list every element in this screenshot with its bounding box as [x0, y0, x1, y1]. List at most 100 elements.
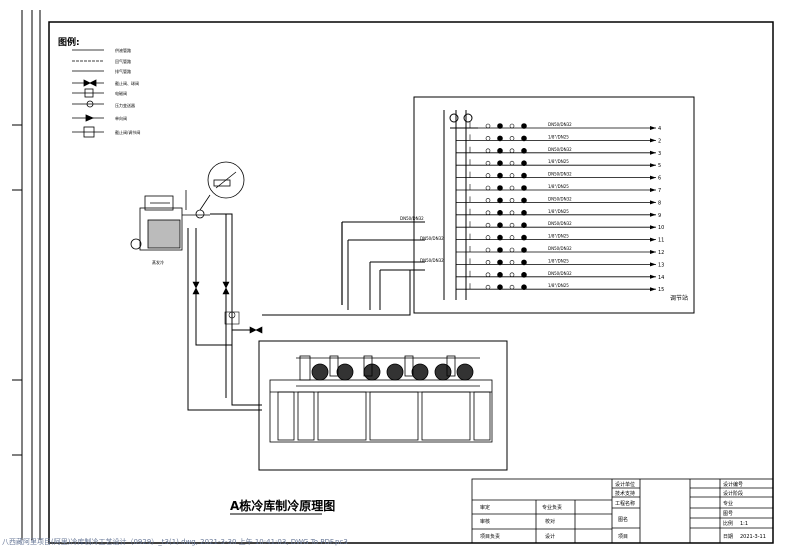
branch-pipe-label: DN50/DN32 — [548, 246, 572, 251]
outlet-arrow-icon — [650, 138, 656, 143]
tb-label-project-name: 工程名称 — [615, 500, 635, 507]
branch-pipe-label: DN50/DN32 — [548, 271, 572, 276]
tb-label-stage: 设计阶段 — [723, 490, 743, 497]
outlet-number: 9 — [658, 213, 661, 219]
tb-label-design-unit: 设计单位 — [615, 481, 635, 488]
branch-valve-icon — [521, 271, 527, 278]
diagram-title: A栋冷库制冷原理图 — [230, 498, 335, 513]
binding-strip — [12, 10, 41, 540]
branch-valve-icon — [509, 173, 515, 178]
branch-valve-icon — [485, 210, 491, 216]
riser-label-2: DN50/DN32 — [420, 236, 444, 241]
branch-valve-icon — [521, 234, 527, 241]
branch-valve-icon — [497, 210, 503, 216]
branch-row: DN50/DN32 6 — [456, 171, 661, 182]
branch-valve-icon — [497, 222, 503, 228]
branch-valve-icon — [497, 160, 503, 166]
outlet-number: 11 — [658, 238, 664, 244]
branch-valve-icon — [509, 247, 515, 253]
tb-label-discipline-lead: 专业负责 — [542, 504, 562, 511]
title-block — [471, 478, 774, 544]
branch-pipe-label: DN50/DN32 — [548, 147, 572, 152]
branch-valve-icon — [509, 210, 515, 216]
outlet-arrow-icon — [650, 188, 656, 192]
tb-label-check: 校对 — [545, 518, 555, 525]
outlet-arrow-icon — [650, 163, 656, 168]
tb-label-discipline: 专业 — [723, 500, 733, 507]
outlet-number: 2 — [658, 138, 661, 144]
main-piping — [187, 213, 425, 411]
branch-pipe-label: 1/8"/DN25 — [548, 134, 569, 139]
branch-pipe-label: 1/8"/DN25 — [548, 159, 569, 164]
branch-valve-icon — [485, 260, 491, 265]
branch-valve-icon — [521, 247, 527, 253]
branch-valve-icon — [497, 284, 503, 291]
branch-row: DN50/DN32 3 — [456, 146, 661, 157]
tb-scale-value: 1:1 — [740, 521, 748, 527]
branch-row: 1/8"/DN25 2 — [456, 134, 661, 144]
tb-label-design: 设计 — [545, 533, 555, 540]
condenser-label: 蒸发冷 — [152, 259, 164, 265]
branch-valve-icon — [497, 135, 503, 142]
outlet-arrow-icon — [650, 175, 656, 180]
branch-valve-icon — [509, 272, 515, 278]
branch-pipe-label: DN50/DN32 — [548, 221, 572, 226]
outlet-arrow-icon — [650, 126, 656, 130]
branch-valve-icon — [509, 284, 515, 290]
branch-valve-icon — [485, 235, 491, 240]
branch-valve-icon — [497, 247, 503, 253]
tb-label-tech-support: 技术支持 — [615, 490, 635, 497]
tb-label-date: 日期 — [723, 534, 733, 540]
branch-valve-icon — [497, 259, 503, 266]
branch-valve-icon — [521, 210, 527, 216]
branch-pipe-label: 1/8"/DN25 — [548, 283, 569, 288]
branch-valve-icon — [521, 123, 527, 129]
outlet-arrow-icon — [650, 250, 656, 254]
branch-valve-icon — [509, 235, 515, 240]
branch-rows: DN50/DN3241/8"/DN252DN50/DN3231/8"/DN255… — [456, 122, 664, 293]
tb-label-scale: 比例 — [723, 520, 733, 527]
outlet-number: 12 — [658, 250, 664, 256]
condenser-unit: 蒸发冷 — [130, 190, 210, 265]
branch-valve-icon — [521, 135, 527, 142]
legend-item-4: 电磁阀 — [115, 90, 127, 96]
branch-row: DN50/DN32 12 — [456, 246, 664, 256]
branch-row: DN50/DN32 14 — [456, 270, 664, 281]
outlet-number: 4 — [658, 126, 661, 132]
riser-label-3: DN50/DN32 — [420, 258, 444, 263]
branch-valve-icon — [485, 160, 491, 166]
outlet-arrow-icon — [650, 212, 656, 217]
riser-label-1: DN50/DN32 — [400, 216, 424, 221]
branch-row: 1/8"/DN25 5 — [456, 159, 661, 169]
branch-valve-icon — [485, 284, 491, 290]
branch-pipe-label: DN50/DN32 — [548, 172, 572, 177]
tb-label-drawing-no: 图号 — [723, 511, 733, 517]
tb-label-lead: 项目负责 — [480, 533, 500, 540]
legend-item-5: 压力变送器 — [115, 102, 135, 108]
regulating-station — [413, 96, 695, 314]
branch-valve-icon — [497, 185, 503, 191]
branch-valve-icon — [521, 259, 527, 266]
outlet-arrow-icon — [650, 225, 656, 230]
branch-valve-icon — [485, 272, 491, 278]
detail-bubble — [199, 161, 245, 211]
branch-valve-icon — [485, 148, 491, 154]
branch-valve-icon — [509, 148, 515, 154]
title-block-text: 审定 审核 项目负责 专业负责 校对 设计 设计单位 技术支持 工程名称 图名 … — [480, 481, 766, 540]
outlet-number: 5 — [658, 163, 661, 169]
branch-valve-icon — [497, 172, 503, 179]
branch-pipe-label: DN50/DN32 — [548, 196, 572, 201]
outlet-number: 6 — [658, 176, 661, 182]
branch-pipe-label: 1/8"/DN25 — [548, 184, 569, 189]
outlet-number: 3 — [658, 151, 661, 157]
outlet-arrow-icon — [650, 274, 656, 279]
outlet-number: 14 — [658, 275, 664, 281]
